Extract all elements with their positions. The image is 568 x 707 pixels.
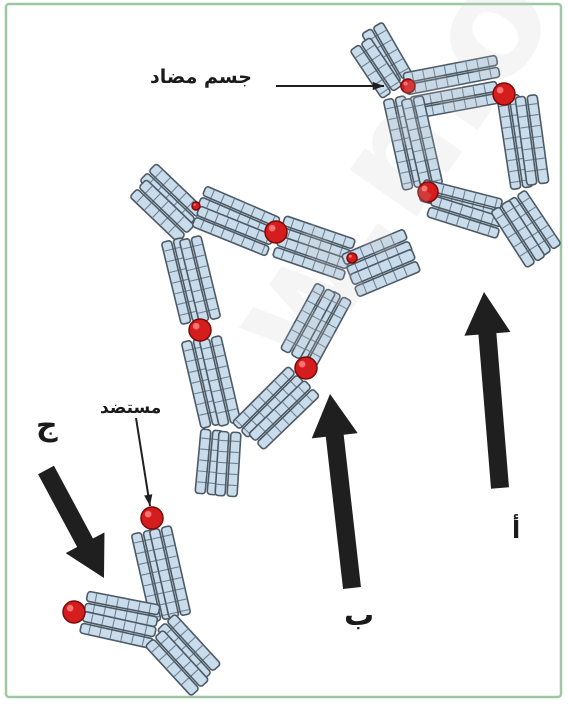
complex-a <box>350 22 561 268</box>
antigen-highlight <box>193 203 195 205</box>
label-a: أ <box>512 516 520 544</box>
antigen-highlight <box>349 255 352 258</box>
antigen-pointer-head <box>144 494 152 506</box>
label-b: ب <box>344 598 374 633</box>
arrow-b <box>312 394 361 589</box>
antibody-label: جسم مضاد <box>150 66 252 88</box>
antigen-dot <box>493 83 515 105</box>
arrow-a <box>464 292 510 489</box>
antigen-highlight <box>145 511 152 518</box>
antigen-highlight <box>497 87 504 94</box>
antigen-label: مستضد <box>100 398 161 418</box>
arrows <box>38 82 510 589</box>
antigen-dot <box>265 221 287 243</box>
antigen-dot <box>63 601 85 623</box>
antigen-highlight <box>422 186 428 192</box>
antigen-dot <box>401 79 415 93</box>
antigen-dot <box>192 202 200 210</box>
arrow-c <box>38 466 104 578</box>
antigen-highlight <box>269 225 276 232</box>
antigen-pointer <box>136 418 150 506</box>
antigen-highlight <box>403 81 407 85</box>
antibody-segment <box>215 431 241 496</box>
label-c: ج <box>36 408 58 443</box>
antigen-dot <box>189 319 211 341</box>
antigen-dot <box>295 357 317 379</box>
antigen-highlight <box>299 361 306 368</box>
antigen-dot <box>141 507 163 529</box>
antigen-dot <box>347 253 357 263</box>
complex-b <box>130 163 421 496</box>
antigen-highlight <box>67 605 74 612</box>
antigen-dot <box>418 182 438 202</box>
antigen-highlight <box>193 323 200 330</box>
